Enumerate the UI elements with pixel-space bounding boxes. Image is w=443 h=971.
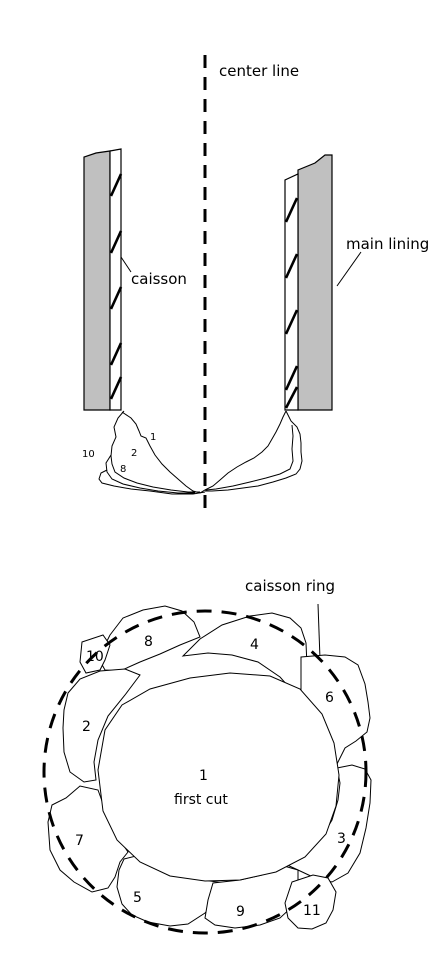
first-cut-label: first cut xyxy=(174,792,228,808)
section-cut-number-1: 1 xyxy=(150,432,156,443)
caisson-hatching-right xyxy=(284,197,299,409)
plan-cut-number-10: 10 xyxy=(86,649,104,665)
main-lining-right xyxy=(297,154,333,411)
plan-cut-number-6: 6 xyxy=(325,690,334,706)
caisson-wall-right xyxy=(284,173,299,411)
cut-profile-right-mid xyxy=(205,424,294,491)
cut-profile-8 xyxy=(105,454,195,494)
cut-profile-10 xyxy=(98,469,206,495)
plan-cut-number-1: 1 xyxy=(199,768,208,784)
excavation-cut-profiles xyxy=(98,410,303,495)
caisson-wall-left xyxy=(109,148,122,411)
cut-block-2 xyxy=(62,668,141,783)
section-cut-number-10: 10 xyxy=(82,449,95,460)
caisson-ring-label: caisson ring xyxy=(245,577,335,595)
cut-block-11 xyxy=(284,874,337,930)
plan-cut-number-2: 2 xyxy=(82,719,91,735)
caisson-label: caisson xyxy=(131,270,187,288)
caisson-hatching-left xyxy=(109,173,123,400)
plan-cut-number-8: 8 xyxy=(144,634,153,650)
plan-cut-number-5: 5 xyxy=(133,890,142,906)
cut-profile-right-outer xyxy=(205,410,303,492)
plan-cut-number-4: 4 xyxy=(250,637,259,653)
plan-cut-number-11: 11 xyxy=(303,903,321,919)
main-lining-leader xyxy=(336,251,362,287)
plan-cut-number-7: 7 xyxy=(75,833,84,849)
section-cut-number-8: 8 xyxy=(120,464,126,475)
caisson-leader xyxy=(120,256,132,273)
cut-block-4 xyxy=(181,612,308,696)
caisson-ring xyxy=(42,609,368,935)
cut-profile-2 xyxy=(110,410,200,493)
plan-view: caisson ring 1 first cut 2 3 4 5 6 7 8 xyxy=(42,577,372,935)
plan-cut-number-9: 9 xyxy=(236,904,245,920)
first-cut xyxy=(97,672,340,882)
caisson-ring-leader xyxy=(317,603,321,660)
cut-profile-1 xyxy=(121,410,287,494)
section-view: center line caisson main lining xyxy=(82,55,429,510)
center-line-label: center line xyxy=(219,62,299,80)
main-lining-left xyxy=(83,150,111,411)
section-cut-number-2: 2 xyxy=(131,448,137,459)
main-lining-label: main lining xyxy=(346,235,429,253)
plan-cut-number-3: 3 xyxy=(337,831,346,847)
